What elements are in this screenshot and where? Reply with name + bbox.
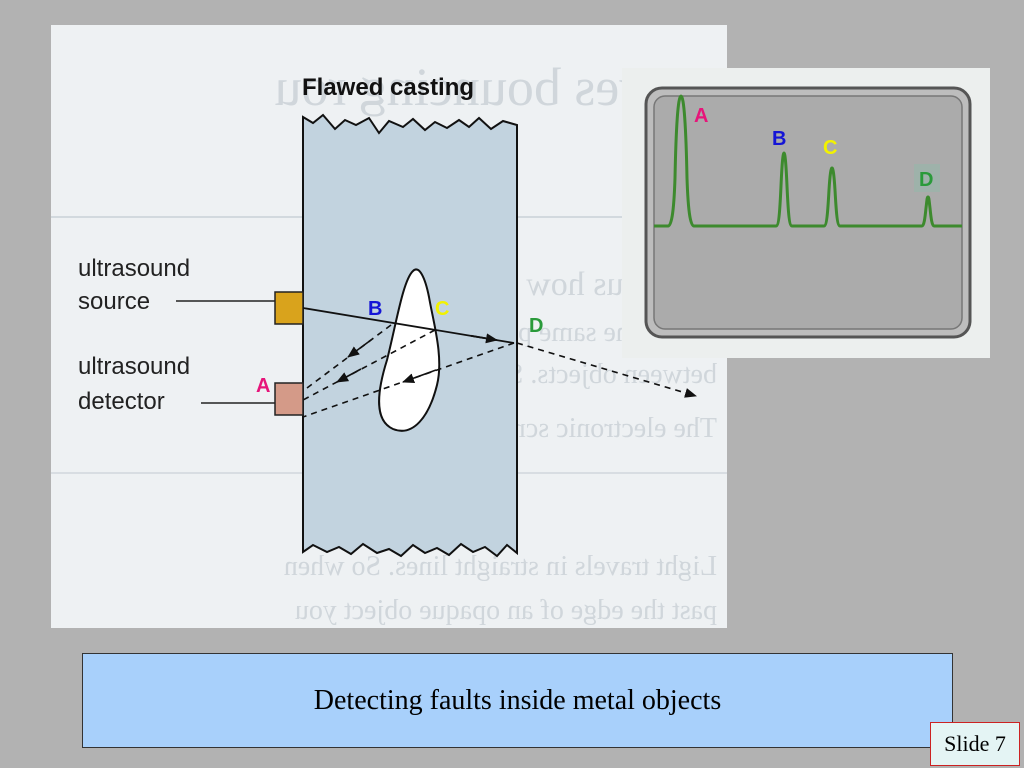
- svg-text:Light travels in straight line: Light travels in straight lines. So when: [284, 551, 717, 582]
- slide-number: Slide 7: [944, 731, 1006, 756]
- echo-path-d-arrow: [402, 369, 437, 383]
- screen-face: [653, 95, 963, 330]
- echo-path-c: [302, 329, 436, 401]
- flaw-void: [378, 268, 441, 432]
- scope-letter-c: C: [823, 137, 837, 159]
- oscilloscope-screen-panel: A B C D: [622, 68, 990, 358]
- figure-letter-c: C: [435, 298, 449, 320]
- ultrasound-source-box: [274, 291, 304, 325]
- incident-beam-arrow: [470, 333, 498, 344]
- ultrasound-detector-box: [274, 382, 304, 416]
- detector-label-line1: ultrasound: [78, 353, 190, 380]
- signal-trace: [654, 94, 962, 228]
- echo-path-b-arrow: [347, 339, 372, 358]
- source-label-line1: ultrasound: [78, 255, 190, 282]
- detector-label-line2: detector: [78, 388, 165, 415]
- slide-caption: Detecting faults inside metal objects: [313, 684, 722, 716]
- figure-letter-b: B: [368, 298, 382, 320]
- caption-banner: Detecting faults inside metal objects: [82, 653, 953, 748]
- scope-letter-d: D: [919, 169, 933, 191]
- slide-number-box: Slide 7: [930, 722, 1020, 766]
- svg-text:past the edge of an opaque obj: past the edge of an opaque object you: [295, 595, 717, 626]
- oscilloscope-drawing: A B C D: [644, 86, 972, 339]
- echo-path-b: [302, 324, 392, 392]
- source-label-line2: source: [78, 288, 150, 315]
- scope-letter-b: B: [772, 128, 786, 150]
- scope-letter-a: A: [694, 105, 708, 127]
- figure-letter-a: A: [256, 375, 270, 397]
- figure-title: Flawed casting: [302, 74, 474, 101]
- echo-path-c-arrow: [336, 368, 362, 383]
- transmitted-beam: [516, 342, 697, 398]
- figure-letter-d: D: [529, 315, 543, 337]
- scope-letter-d-highlight: [914, 164, 940, 192]
